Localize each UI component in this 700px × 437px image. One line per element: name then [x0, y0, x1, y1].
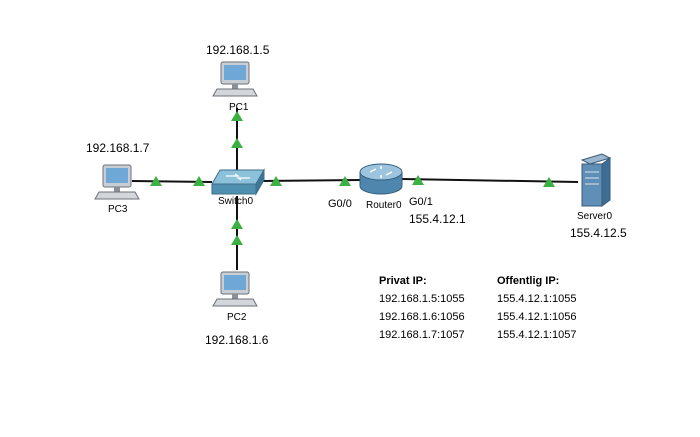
server-name-label: Server0	[577, 211, 613, 222]
link-up-indicator	[270, 176, 282, 186]
pc1-ip-label: 192.168.1.5	[206, 43, 270, 57]
link-up-indicator	[150, 176, 162, 186]
public-ip-entry: 155.4.12.1:1056	[497, 311, 577, 323]
pc1-icon[interactable]	[212, 61, 258, 97]
switch-name-label: Switch0	[218, 196, 254, 207]
switch-icon[interactable]	[211, 168, 265, 196]
link-up-indicator	[231, 219, 243, 229]
public-ip-entry: 155.4.12.1:1057	[497, 329, 577, 341]
link-up-indicator	[543, 177, 555, 187]
pc2-ip-label: 192.168.1.6	[205, 333, 269, 347]
link-up-indicator	[193, 176, 205, 186]
link-up-indicator	[339, 176, 351, 186]
router-port-g00-label: G0/0	[328, 198, 352, 210]
server-ip-label: 155.4.12.5	[570, 226, 627, 240]
pc3-ip-label: 192.168.1.7	[86, 141, 150, 155]
private-ip-entry: 192.168.1.6:1056	[379, 311, 465, 323]
public-ip-entry: 155.4.12.1:1055	[497, 293, 577, 305]
pc1-name-label: PC1	[229, 102, 249, 113]
pc3-name-label: PC3	[108, 204, 128, 215]
link-up-indicator	[231, 138, 243, 148]
pc2-name-label: PC2	[227, 312, 247, 323]
router-ip-label: 155.4.12.1	[409, 212, 466, 226]
link-up-indicator	[231, 111, 243, 121]
private-ip-entry: 192.168.1.7:1057	[379, 329, 465, 341]
server-icon[interactable]	[580, 153, 612, 207]
public-ip-title: Offentlig IP:	[497, 275, 560, 287]
private-ip-entry: 192.168.1.5:1055	[379, 293, 465, 305]
router-icon[interactable]	[359, 163, 403, 195]
pc3-icon[interactable]	[94, 164, 140, 200]
router-name-label: Router0	[366, 200, 402, 211]
link-up-indicator	[231, 235, 243, 245]
router-port-g01-label: G0/1	[409, 196, 433, 208]
pc2-icon[interactable]	[212, 271, 258, 307]
private-ip-title: Privat IP:	[379, 275, 427, 287]
link-up-indicator	[412, 175, 424, 185]
